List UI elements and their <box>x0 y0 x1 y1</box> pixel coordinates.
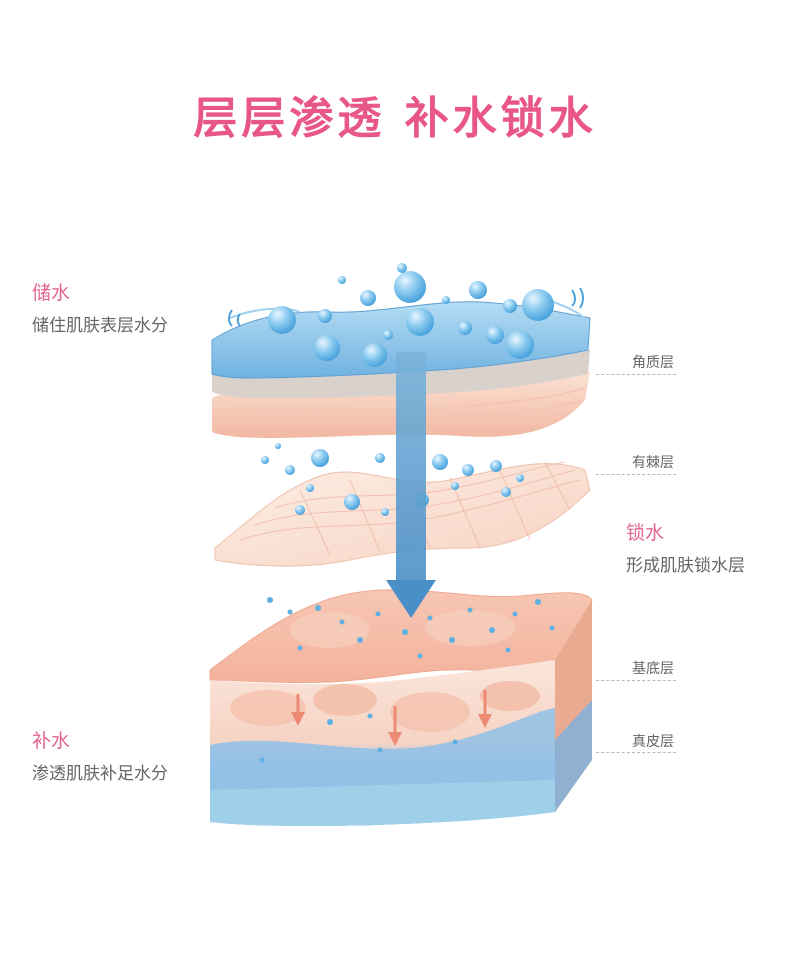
annotation-lock: 锁水 形成肌肤锁水层 <box>626 524 745 575</box>
water-droplets <box>261 443 524 516</box>
leader-line <box>596 474 676 475</box>
annotation-store-text: 储住肌肤表层水分 <box>32 316 168 336</box>
label-spinous: 有棘层 <box>632 455 674 471</box>
label-stratum-corneum: 角质层 <box>632 355 674 371</box>
annotation-store: 储水 储住肌肤表层水分 <box>32 284 168 335</box>
leader-line <box>596 680 676 681</box>
annotation-lock-text: 形成肌肤锁水层 <box>626 556 745 576</box>
label-basal: 基底层 <box>632 661 674 677</box>
annotation-hydrate: 补水 渗透肌肤补足水分 <box>32 732 168 783</box>
leader-line <box>596 752 676 753</box>
dermis-block <box>209 589 593 826</box>
water-bubbles <box>228 263 584 367</box>
page-title: 层层渗透 补水锁水 <box>193 93 597 144</box>
penetration-arrow <box>386 352 436 618</box>
annotation-hydrate-heading: 补水 <box>32 730 71 752</box>
annotation-store-heading: 储水 <box>32 282 71 304</box>
label-dermis: 真皮层 <box>632 734 674 750</box>
annotation-lock-heading: 锁水 <box>626 522 665 544</box>
annotation-hydrate-text: 渗透肌肤补足水分 <box>32 764 168 784</box>
leader-line <box>596 374 676 375</box>
